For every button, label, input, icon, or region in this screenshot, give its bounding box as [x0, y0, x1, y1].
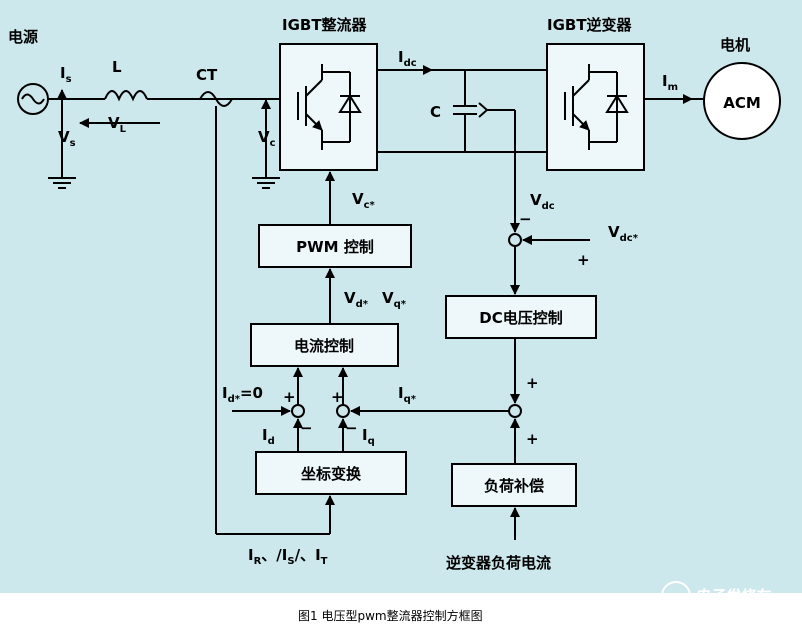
watermark: 电子发烧友 www.elecfans.com	[661, 581, 778, 617]
sign-id-minus: −	[300, 419, 313, 437]
idref-label: Id*=0	[222, 384, 263, 405]
load-compensation-label: 负荷补偿	[484, 477, 544, 495]
figure-caption: 图1 电压型pwm整流器控制方框图	[298, 608, 483, 623]
igbt-rectifier-icon	[297, 64, 362, 150]
pwm-control-block	[258, 224, 412, 268]
vs-label: Vs	[58, 128, 76, 149]
igbt-inverter-icon	[564, 64, 629, 150]
watermark-text: 电子发烧友	[694, 587, 771, 605]
iqref-label: Iq*	[398, 384, 417, 405]
irst-label: IR、/IS/、IT	[248, 546, 328, 567]
inverter-block	[546, 43, 645, 171]
sign-vdc-minus: −	[519, 210, 532, 228]
idc-label: Idc	[398, 48, 417, 69]
capacitor-icon	[453, 70, 515, 152]
iq-label: Iq	[362, 426, 375, 447]
vl-label: VL	[108, 114, 127, 135]
sign-iq-plus: +	[331, 388, 344, 406]
watermark-logo-icon	[661, 581, 691, 611]
ground-icon-rectifier	[252, 177, 280, 189]
rectifier-label: IGBT整流器	[282, 16, 368, 34]
watermark-url: www.elecfans.com	[694, 607, 778, 617]
vqref-label: Vq*	[382, 289, 407, 310]
ct-label: CT	[196, 66, 218, 84]
ct-symbol	[199, 91, 233, 107]
inverter-label: IGBT逆变器	[547, 16, 633, 34]
vdc-label: Vdc	[530, 191, 555, 212]
source-label: 电源	[8, 28, 38, 46]
sign-id-plus: +	[283, 388, 296, 406]
caption-background	[0, 593, 802, 630]
inductor-label: L	[112, 58, 122, 76]
capacitor-label: C	[430, 103, 441, 121]
vcref-label: Vc*	[352, 190, 376, 211]
sign-vdcref-plus: +	[577, 251, 590, 269]
load-compensation-block	[451, 463, 577, 507]
inductor-coil	[104, 90, 148, 102]
motor-circle	[703, 62, 781, 140]
rectifier-block	[279, 43, 378, 171]
coord-transform-label: 坐标变换	[301, 465, 362, 483]
diagram-background	[0, 0, 802, 593]
is-label: Is	[60, 64, 72, 85]
vdcref-label: Vdc*	[608, 223, 639, 244]
sign-load-plus: +	[526, 430, 539, 448]
vc-label: Vc	[258, 128, 276, 149]
im-label: Im	[662, 72, 678, 93]
current-control-block	[250, 323, 399, 367]
motor-title-label: 电机	[720, 36, 750, 54]
id-label: Id	[262, 426, 275, 447]
vdref-label: Vd*	[344, 289, 369, 310]
current-control-label: 电流控制	[294, 337, 354, 355]
dc-voltage-control-block	[445, 295, 597, 339]
sign-iq-minus: −	[345, 419, 358, 437]
sign-dc-plus: +	[526, 374, 539, 392]
load-current-label: 逆变器负荷电流	[446, 554, 551, 572]
coord-transform-block	[255, 451, 407, 495]
dc-voltage-control-label: DC电压控制	[479, 309, 562, 327]
pwm-control-label: PWM 控制	[296, 238, 374, 256]
motor-label: ACM	[723, 94, 761, 112]
ground-icon-source	[48, 177, 76, 189]
